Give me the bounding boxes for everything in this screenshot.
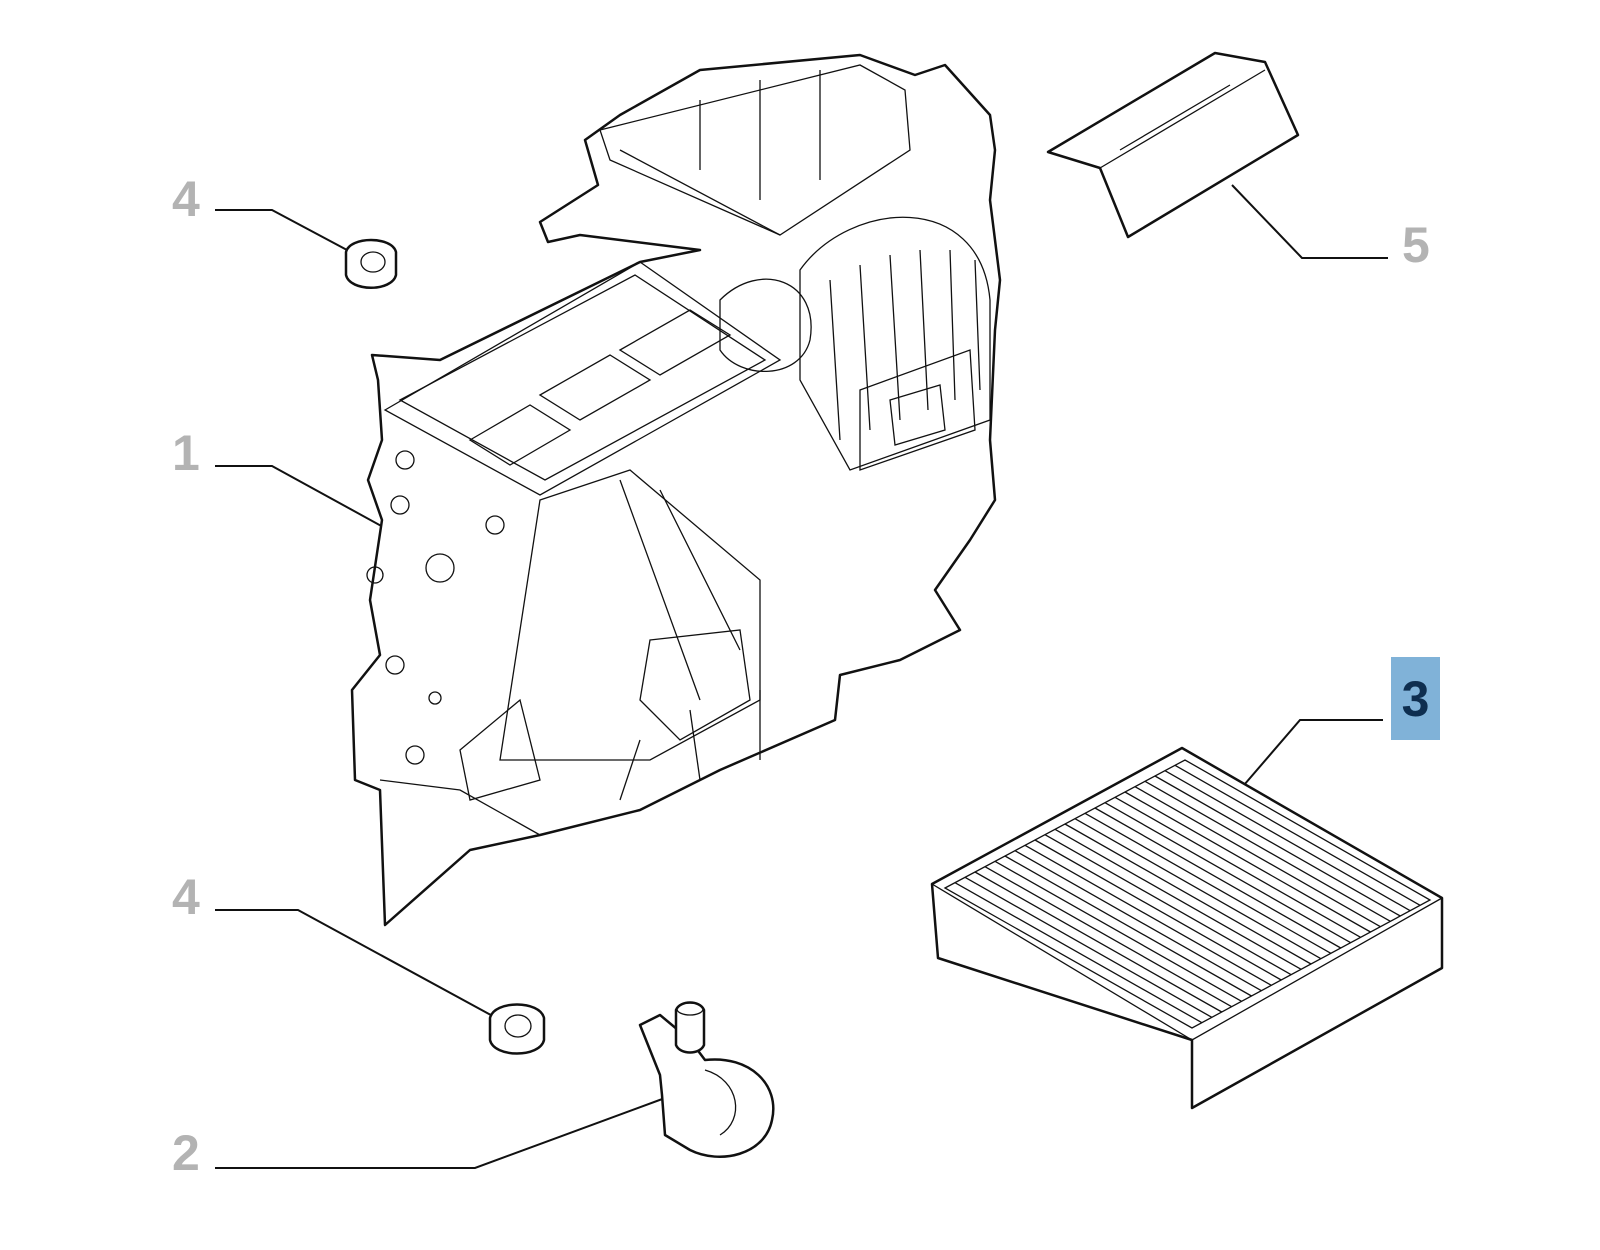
leader-line-3 <box>1237 719 1383 793</box>
filter-pleat <box>1174 764 1421 906</box>
callout-2[interactable]: 2 <box>172 1125 200 1181</box>
cover-panel-part-5[interactable] <box>1046 51 1300 239</box>
filter-pleats <box>954 764 1421 1024</box>
drain-pipe-part-2[interactable] <box>638 1001 775 1158</box>
grommet-part-4-bottom[interactable] <box>488 1003 546 1055</box>
grommet-part-4-top[interactable] <box>344 238 398 289</box>
filter-pleat <box>1084 812 1332 954</box>
filter-pleat <box>1104 802 1351 944</box>
callout-4-bottom[interactable]: 4 <box>172 869 200 925</box>
hvac-housing-part-1[interactable] <box>350 53 1002 927</box>
filter-pleat <box>1064 823 1312 965</box>
filter-pleat <box>1114 796 1361 938</box>
filter-pleat <box>954 882 1203 1024</box>
filter-pleat <box>974 871 1223 1013</box>
filter-pleat <box>964 876 1213 1018</box>
filter-pleat <box>1144 780 1391 922</box>
filter-pleat <box>1034 839 1282 981</box>
filter-pleat <box>1094 807 1342 949</box>
filter-pleat <box>1044 834 1292 976</box>
filter-pleat <box>994 860 1242 1002</box>
callout-1[interactable]: 1 <box>172 425 200 481</box>
callout-4-top[interactable]: 4 <box>172 171 200 227</box>
filter-pleat <box>1054 828 1302 970</box>
filter-pleat <box>1024 844 1272 986</box>
filter-pleat <box>1004 855 1252 997</box>
cabin-filter-part-3[interactable] <box>930 746 1444 1110</box>
filter-pleat <box>1014 850 1262 992</box>
leader-line-4a <box>215 209 363 259</box>
filter-pleat <box>1124 791 1371 933</box>
callout-5[interactable]: 5 <box>1402 217 1430 273</box>
filter-pleat <box>1074 818 1322 960</box>
filter-pleat <box>1164 770 1411 912</box>
filter-pleat <box>984 866 1232 1008</box>
callout-3-selected[interactable]: 3 <box>1391 657 1440 740</box>
leader-line-5 <box>1231 184 1388 259</box>
leader-line-1 <box>215 465 386 529</box>
leader-line-2 <box>215 1097 666 1169</box>
leader-line-4b <box>215 909 501 1021</box>
filter-pleat <box>1134 786 1381 928</box>
filter-pleat <box>1154 775 1401 917</box>
